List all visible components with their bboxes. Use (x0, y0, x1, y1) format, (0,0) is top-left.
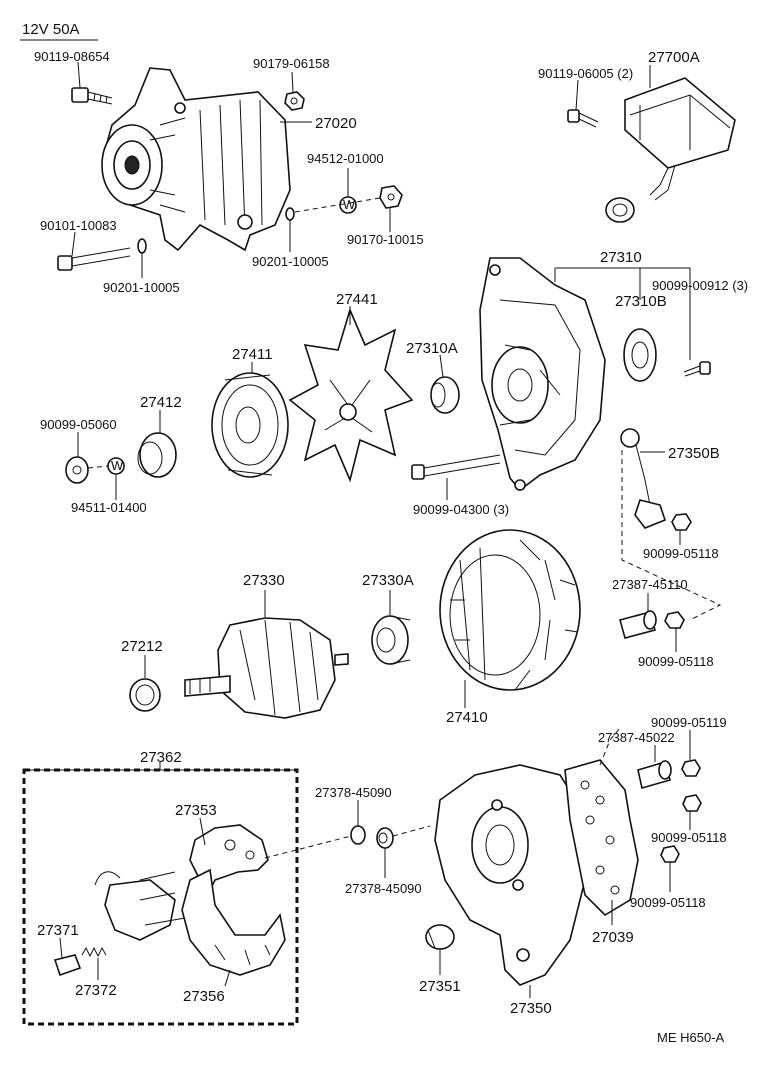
label-90119-08654: 90119-08654 (34, 49, 110, 64)
washer-90201-10005-lower (137, 238, 147, 254)
footer-code: ME H650-A (657, 1030, 725, 1045)
nut-90099-05118-b (664, 611, 685, 629)
spring-27372 (81, 946, 107, 958)
svg-text:W: W (111, 458, 124, 473)
nut-90170-10015 (379, 185, 403, 209)
drive-end-frame-27310 (479, 257, 606, 492)
label-94511-01400: 94511-01400 (71, 500, 147, 515)
label-27330A: 27330A (362, 572, 414, 589)
screw-90099-00912 (683, 361, 711, 377)
bolt-90101-10083 (57, 247, 131, 271)
spacer-27310A (430, 376, 460, 414)
label-90201-10005-upper: 90201-10005 (252, 254, 329, 269)
brush-27371 (53, 954, 82, 977)
label-27372: 27372 (75, 982, 117, 999)
nut-90099-05119 (681, 759, 701, 777)
insulator-27378-45090-b (376, 827, 394, 849)
label-27310A: 27310A (406, 340, 458, 357)
label-27362: 27362 (140, 749, 182, 766)
label-90170-10015: 90170-10015 (347, 232, 424, 247)
regulator-27700A (605, 77, 736, 223)
terminal-27350B (620, 428, 666, 529)
bearing-27310B (623, 328, 657, 382)
bolt-90099-04300 (411, 454, 501, 480)
label-27351: 27351 (419, 978, 461, 995)
nut-90099-05118-d (660, 845, 680, 863)
fan-27441 (288, 307, 414, 483)
label-27353: 27353 (175, 802, 217, 819)
nut-90099-05060 (65, 456, 89, 484)
terminal-27387-45022 (637, 760, 672, 790)
label-27310B: 27310B (615, 293, 667, 310)
label-90099-00912: 90099-00912 (3) (652, 278, 748, 293)
label-90201-10005-lower: 90201-10005 (103, 280, 180, 295)
label-27411: 27411 (232, 346, 273, 363)
header-spec: 12V 50A (22, 21, 80, 38)
leader-lines (59, 61, 691, 998)
brush-holder-parts (94, 871, 186, 941)
svg-text:W: W (343, 197, 356, 212)
label-90099-05118-b: 90099-05118 (638, 654, 714, 669)
label-90101-10083: 90101-10083 (40, 218, 117, 233)
label-27412: 27412 (140, 394, 182, 411)
bolt-90119-08654 (71, 87, 113, 105)
alternator-assembly-27020 (101, 67, 291, 252)
label-27330: 27330 (243, 572, 285, 589)
label-27378-45090-a: 27378-45090 (315, 785, 392, 800)
bearing-27212 (129, 678, 161, 712)
label-90099-05060: 90099-05060 (40, 417, 117, 432)
insulator-27378-45090-a (350, 825, 366, 845)
nut-90099-05118-a (671, 513, 692, 531)
label-27039: 27039 (592, 929, 634, 946)
label-27371: 27371 (37, 922, 79, 939)
label-27212: 27212 (121, 638, 163, 655)
label-90099-05119: 90099-05119 (651, 715, 727, 730)
bearing-27351 (425, 924, 455, 950)
terminal-27387-45110 (619, 610, 657, 639)
rectifier-plate-27039 (564, 759, 639, 917)
label-90179-06158: 90179-06158 (253, 56, 330, 71)
label-27020: 27020 (315, 115, 357, 132)
collar-27412 (137, 432, 177, 478)
label-27378-45090-b: 27378-45090 (345, 881, 422, 896)
label-90099-04300: 90099-04300 (3) (413, 502, 509, 517)
rectifier-27356 (181, 868, 286, 976)
label-27356: 27356 (183, 988, 225, 1005)
part-labels: 90119-08654 90179-06158 27020 94512-0100… (34, 49, 748, 1017)
label-90099-05118-c: 90099-05118 (651, 830, 727, 845)
washer-94511-01400: W (107, 457, 125, 475)
rear-end-frame-27350 (434, 764, 586, 986)
pulley-27411 (211, 372, 289, 478)
label-27441: 27441 (336, 291, 378, 308)
wave-washer-94512-01000: W (339, 196, 357, 214)
label-90119-06005: 90119-06005 (2) (538, 66, 633, 81)
label-27310: 27310 (600, 249, 642, 266)
label-27387-45110: 27387-45110 (612, 577, 688, 592)
label-27700A: 27700A (648, 49, 700, 66)
nut-90099-05118-c (682, 794, 702, 812)
washer-90201-10005-upper (285, 207, 295, 221)
label-90099-05118-d: 90099-05118 (630, 895, 706, 910)
label-27410: 27410 (446, 709, 488, 726)
brush-holder-assembly-27362-box (22, 768, 299, 1026)
nut-90179-06158 (284, 91, 305, 111)
leader-27362-dashed (264, 834, 356, 859)
rotor-27330 (184, 617, 349, 719)
label-27350B: 27350B (668, 445, 720, 462)
leader-27350B-dashed (621, 450, 722, 621)
bearing-27330A (371, 615, 411, 665)
label-94512-01000: 94512-01000 (307, 151, 384, 166)
label-27387-45022: 27387-45022 (598, 730, 675, 745)
label-27350: 27350 (510, 1000, 552, 1017)
leader-stud-dashed (294, 197, 381, 213)
label-90099-05118-a: 90099-05118 (643, 546, 719, 561)
screw-90119-06005 (567, 109, 599, 128)
stator-27410 (439, 529, 581, 691)
